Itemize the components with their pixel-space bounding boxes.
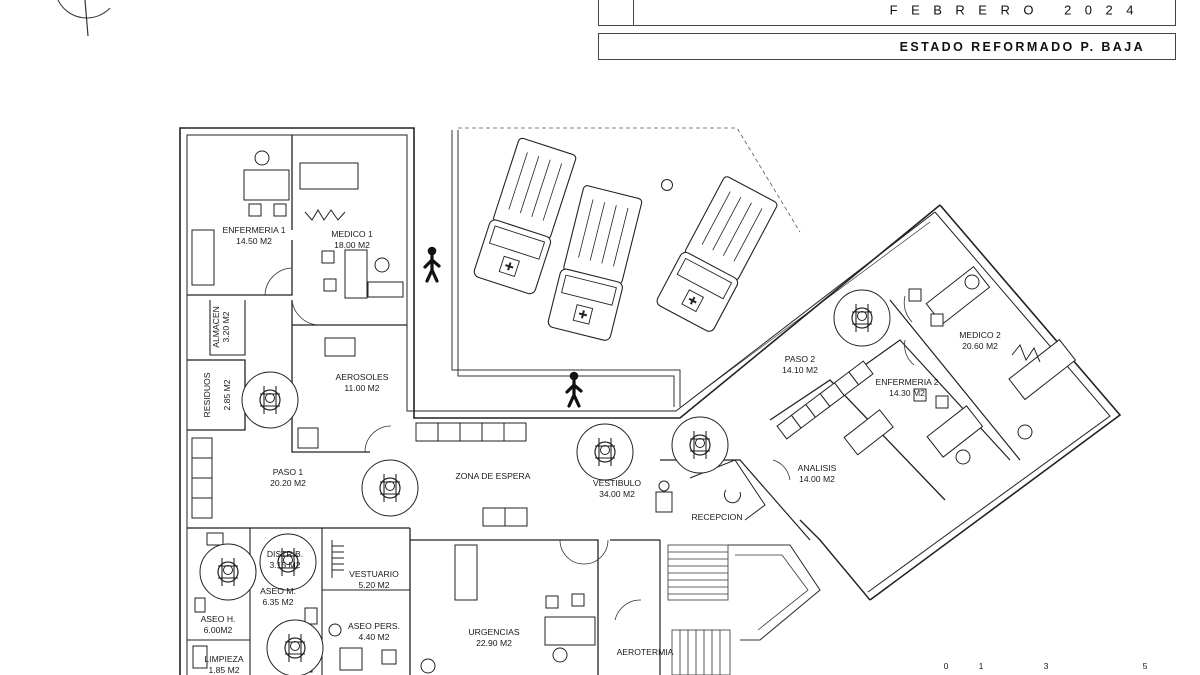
room-name: MEDICO 1	[331, 229, 373, 239]
room-label-paso-2: PASO 2 14.10 M2	[782, 354, 818, 375]
room-label-enfermeria-1: ENFERMERIA 1 14.50 M2	[222, 225, 285, 246]
room-label-urgencias: URGENCIAS 22.90 M2	[468, 627, 519, 648]
room-name: ANALISIS	[798, 463, 837, 473]
room-name: AEROSOLES	[335, 372, 388, 382]
title-block-state: ESTADO REFORMADO P. BAJA	[598, 33, 1176, 60]
room-area: 3.15 M2	[269, 560, 300, 570]
room-area: 18.00 M2	[334, 240, 370, 250]
scale-bar: 0 1 3 5	[944, 661, 1148, 671]
room-label-aseo-m: ASEO M. 6.35 M2	[260, 586, 296, 607]
parking-area	[451, 127, 801, 407]
room-area: 2.85 M2	[222, 379, 232, 410]
room-label-aseo-h: ASEO H. 6.00M2	[201, 614, 236, 635]
room-area: 20.20 M2	[270, 478, 306, 488]
room-area: 14.50 M2	[236, 236, 272, 246]
room-name: PASO 2	[785, 354, 816, 364]
ambulance-icon	[656, 176, 778, 332]
scale-tick-label: 1	[979, 661, 984, 671]
room-name: URGENCIAS	[468, 627, 519, 637]
room-name: ASEO PERS.	[348, 621, 400, 631]
room-name: ALMACEN	[211, 306, 221, 348]
room-label-medico-2: MEDICO 2 20.60 M2	[959, 330, 1001, 351]
room-name: LIMPIEZA	[204, 654, 243, 664]
plan-state-label: ESTADO REFORMADO P. BAJA	[899, 39, 1145, 54]
room-area: 22.90 M2	[476, 638, 512, 648]
room-label-vestuario: VESTUARIO 5.20 M2	[349, 569, 399, 590]
room-name: ZONA DE ESPERA	[456, 471, 531, 481]
wheelchair-icon	[671, 416, 729, 474]
room-name: ASEO M.	[260, 586, 296, 596]
room-label-aerotermia: AEROTERMIA	[617, 647, 674, 657]
room-label-almacen: ALMACEN 3.20 M2	[211, 306, 231, 348]
wheelchair-icon	[266, 619, 324, 675]
room-name: RESIDUOS	[202, 372, 212, 417]
staircase	[667, 544, 821, 675]
room-area: 6.35 M2	[262, 597, 293, 607]
room-label-distrib: DISTRIB. 3.15 M2	[267, 549, 303, 570]
wheelchair-icon	[833, 289, 891, 347]
scale-tick-label: 5	[1143, 661, 1148, 671]
wheelchair-icon	[199, 543, 257, 601]
room-name: ASEO H.	[201, 614, 236, 624]
wheelchair-icon	[241, 371, 299, 429]
room-area: 34.00 M2	[599, 489, 635, 499]
room-area: 1.85 M2	[208, 665, 239, 675]
room-label-aseo-pers: ASEO PERS. 4.40 M2	[348, 621, 400, 642]
room-name: ENFERMERIA 2	[875, 377, 938, 387]
ambulance-icon	[547, 185, 643, 341]
building-walls	[179, 127, 1122, 675]
room-label-analisis: ANALISIS 14.00 M2	[798, 463, 837, 484]
room-area: 5.20 M2	[358, 580, 389, 590]
room-name: DISTRIB.	[267, 549, 303, 559]
north-arrow-icon	[57, 0, 111, 37]
room-label-paso-1: PASO 1 20.20 M2	[270, 467, 306, 488]
room-area: 14.10 M2	[782, 365, 818, 375]
room-label-aerosoles: AEROSOLES 11.00 M2	[335, 372, 388, 393]
scale-tick-label: 3	[1044, 661, 1049, 671]
room-area: 6.00M2	[204, 625, 233, 635]
wheelchair-icon	[361, 459, 419, 517]
room-name: PASO 1	[273, 467, 304, 477]
room-name: AEROTERMIA	[617, 647, 674, 657]
room-name: MEDICO 2	[959, 330, 1001, 340]
room-label-vestibulo: VESTIBULO 34.00 M2	[593, 478, 642, 499]
date-label: FEBRERO 2024	[889, 2, 1147, 18]
room-label-residuos: RESIDUOS 2.85 M2	[202, 372, 232, 417]
room-label-medico-1: MEDICO 1 18.00 M2	[331, 229, 373, 250]
scale-tick-label: 0	[944, 661, 949, 671]
room-area: 4.40 M2	[358, 632, 389, 642]
door-swings	[264, 267, 915, 621]
room-name: VESTIBULO	[593, 478, 642, 488]
room-name: VESTUARIO	[349, 569, 399, 579]
room-name: ENFERMERIA 1	[222, 225, 285, 235]
title-block-date: FEBRERO 2024	[598, 0, 1176, 26]
room-area: 3.20 M2	[221, 311, 231, 342]
room-label-recepcion: RECEPCION	[691, 512, 742, 522]
room-name: RECEPCION	[691, 512, 742, 522]
wheelchair-icon	[655, 480, 673, 513]
ambulance-icon	[473, 137, 577, 295]
title-block-divider	[633, 0, 634, 25]
room-area: 20.60 M2	[962, 341, 998, 351]
room-area: 11.00 M2	[344, 383, 379, 393]
wheelchair-icon	[576, 423, 634, 481]
pedestrian-icon	[423, 245, 441, 283]
room-area: 14.30 M2	[889, 388, 925, 398]
room-label-enfermeria-2: ENFERMERIA 2 14.30 M2	[875, 377, 938, 398]
pedestrian-icon	[565, 370, 583, 408]
room-area: 14.00 M2	[799, 474, 835, 484]
room-label-zona-espera: ZONA DE ESPERA	[456, 471, 531, 481]
room-label-limpieza: LIMPIEZA 1.85 M2	[204, 654, 243, 675]
